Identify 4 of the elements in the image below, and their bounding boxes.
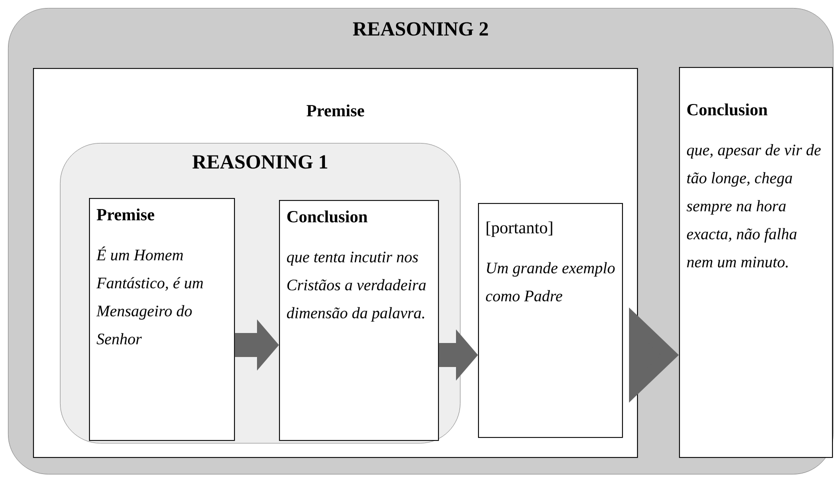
text-box: Conclusion que, apesar de vir de tão longe, chega sempre na hora exacta, não falha nem um minuto. xyxy=(679,67,833,458)
text-box: [portanto] Um grande exemplo como Padre xyxy=(478,203,623,438)
text-box: Conclusion que tenta incutir nos Cristãos a verdadeira dimensão da palavra. xyxy=(279,200,439,441)
text-box: Premise É um Homem Fantástico, é um Mensageiro do Senhor xyxy=(89,198,235,441)
